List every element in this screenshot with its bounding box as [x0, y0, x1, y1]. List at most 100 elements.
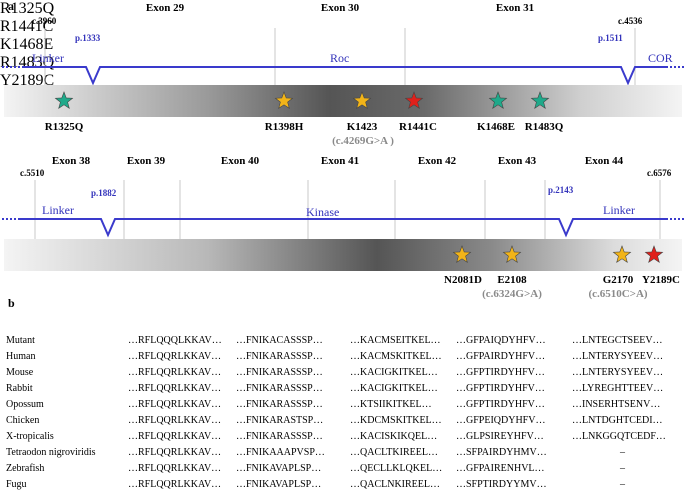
table-row-chicken: Chicken …RFLQQRLKKAV… …FNIKARASTSP… …KDC…: [0, 415, 685, 431]
panel-a-diagram: a Exon 29 Exon 30 Exon 31 c.3960 c.4536 …: [2, 0, 685, 300]
table-row-zebrafish: Zebrafish …RFLQQRLKKAV… …FNIKAVAPLSP… …Q…: [0, 463, 685, 479]
star-e2108: [502, 245, 522, 263]
table-row-rabbit: Rabbit …RFLQQRLKKAV… …FNIKARASSSP… …KACI…: [0, 383, 685, 399]
star-r1398h: [274, 91, 294, 109]
seq-cell: …KTSIIKITKEL…: [350, 399, 432, 410]
seq-cell: …GFPAIRENHVL…: [456, 463, 545, 474]
seq-cell: …KACIGKITKEL…: [350, 383, 438, 394]
table-row-mutant: Mutant …RFLQQQLKKAV… …FNIKACASSSP… …KACM…: [0, 335, 685, 351]
row1-protein-line: [22, 66, 668, 86]
seq-cell: …RFLQQRLKKAV…: [128, 447, 222, 458]
seq-cell: …KACMSKITKEL…: [350, 351, 442, 362]
row1-note: (c.4269G>A ): [332, 135, 394, 147]
species-name: Mouse: [6, 367, 34, 378]
seq-cell: …FNIKARASTSP…: [236, 415, 324, 426]
row2-domain-linker-left: Linker: [42, 203, 74, 217]
label-k1468e: K1468E: [477, 121, 515, 133]
table-row-human: Human …RFLQQRLKKAV… …FNIKARASSSP… …KACMS…: [0, 351, 685, 367]
row2-mutation-labels: N2081D E2108 G2170 Y2189C: [444, 274, 680, 286]
col-header-y2189c: Y2189C: [0, 72, 55, 89]
species-name: X-tropicalis: [6, 431, 54, 442]
seq-cell: …LNTEGCTSEEV…: [572, 335, 663, 346]
star-k1468e: [488, 91, 508, 109]
seq-cell: …KACISKIKQEL…: [350, 431, 438, 442]
col-header-k1468e: K1468E: [0, 36, 54, 53]
seq-cell: …RFLQQRLKKAV…: [128, 351, 222, 362]
row2-p-left: p.1882: [91, 188, 117, 198]
row2-c-end: c.6576: [647, 168, 672, 178]
row2-mutation-stars: [452, 245, 664, 263]
star-y2189c: [644, 245, 664, 263]
table-row-opossum: Opossum …RFLQQRLKKAV… …FNIKARASSSP… …KTS…: [0, 399, 685, 415]
star-g2170: [612, 245, 632, 263]
row1-c-start: c.3960: [32, 16, 57, 26]
seq-cell: …GFPAIQDYHFV…: [456, 335, 546, 346]
label-n2081d: N2081D: [444, 274, 482, 286]
exon-43-label: Exon 43: [498, 155, 537, 167]
species-name: Rabbit: [6, 383, 33, 394]
seq-cell: …SFPAIRDYHMV…: [456, 447, 547, 458]
row1-exon-dividers: [44, 28, 636, 88]
seq-cell: …FNIKAVAPLSP…: [236, 463, 322, 474]
seq-cell: …LNTDGHTCEDI…: [572, 415, 663, 426]
seq-cell: …GFPTIRDYHFV…: [456, 399, 545, 410]
label-r1398h: R1398H: [265, 121, 304, 133]
seq-cell: –: [620, 463, 625, 474]
seq-cell: …FNIKARASSSP…: [236, 431, 323, 442]
col-header-r1441c: R1441C: [0, 18, 54, 35]
row2-note-2: (c.6510C>A): [588, 288, 647, 300]
label-y2189c: Y2189C: [642, 274, 680, 286]
seq-cell: …GFPTIRDYHFV…: [456, 367, 545, 378]
species-name: Mutant: [6, 335, 35, 346]
row1-exon-labels: Exon 29 Exon 30 Exon 31: [146, 2, 534, 14]
exon-42-label: Exon 42: [418, 155, 457, 167]
row2-note-1: (c.6324G>A): [482, 288, 542, 300]
seq-cell: …LNTERYSYEEV…: [572, 351, 664, 362]
seq-cell: …GFPEIQDYHFV…: [456, 415, 546, 426]
row2-domain-linker-right: Linker: [603, 203, 635, 217]
table-row-fugu: Fugu …RFLQQRLKKAV… …FNIKAVAPLSP… …QACLNK…: [0, 479, 685, 495]
exon-41-label: Exon 41: [321, 155, 359, 167]
row1-c-end: c.4536: [618, 16, 643, 26]
seq-cell: …RFLQQRLKKAV…: [128, 415, 222, 426]
seq-cell: …FNIKARASSSP…: [236, 383, 323, 394]
label-g2170: G2170: [603, 274, 634, 286]
seq-cell: …GFPTIRDYHFV…: [456, 383, 545, 394]
label-e2108: E2108: [497, 274, 527, 286]
row2-exon-labels: Exon 38 Exon 39 Exon 40 Exon 41 Exon 42 …: [52, 155, 624, 167]
exon-38-label: Exon 38: [52, 155, 91, 167]
species-name: Opossum: [6, 399, 44, 410]
seq-cell: …FNIKARASSSP…: [236, 351, 323, 362]
seq-cell: …FNIKARASSSP…: [236, 367, 323, 378]
species-name: Human: [6, 351, 36, 362]
row2-c-start: c.5510: [20, 168, 45, 178]
seq-cell: …FNIKAAAPVSP…: [236, 447, 325, 458]
seq-cell: …LNKGGQTCEDF…: [572, 431, 666, 442]
label-r1483q: R1483Q: [525, 121, 564, 133]
label-r1325q: R1325Q: [45, 121, 84, 133]
species-name: Tetraodon nigroviridis: [6, 447, 96, 458]
row1-mutation-stars: [54, 91, 550, 109]
seq-cell: …FNIKARASSSP…: [236, 399, 323, 410]
star-r1325q: [54, 91, 74, 109]
exon-29-label: Exon 29: [146, 2, 185, 14]
panel-b-label: b: [8, 296, 15, 310]
seq-cell: …FNIKACASSSP…: [236, 335, 323, 346]
species-name: Zebrafish: [6, 463, 45, 474]
row2-gradient-bar: [4, 239, 682, 271]
seq-cell: …RFLQQQLKKAV…: [128, 335, 222, 346]
row1-domain-linker: Linker: [32, 51, 64, 65]
row2-domain-kinase: Kinase: [306, 205, 339, 219]
seq-cell: …RFLQQRLKKAV…: [128, 383, 222, 394]
seq-cell: …KACIGKITKEL…: [350, 367, 438, 378]
row1-mutation-labels: R1325Q R1398H K1423 R1441C K1468E R1483Q: [45, 121, 564, 133]
seq-cell: …KDCMSKITKEL…: [350, 415, 442, 426]
star-k1423: [352, 91, 372, 109]
exon-39-label: Exon 39: [127, 155, 166, 167]
star-r1483q: [530, 91, 550, 109]
seq-cell: …LNTERYSYEEV…: [572, 367, 664, 378]
seq-cell: …INSERHTSENV…: [572, 399, 661, 410]
seq-cell: …GLPSIREYHFV…: [456, 431, 544, 442]
table-row-x-tropicalis: X-tropicalis …RFLQQRLKKAV… …FNIKARASSSP……: [0, 431, 685, 447]
